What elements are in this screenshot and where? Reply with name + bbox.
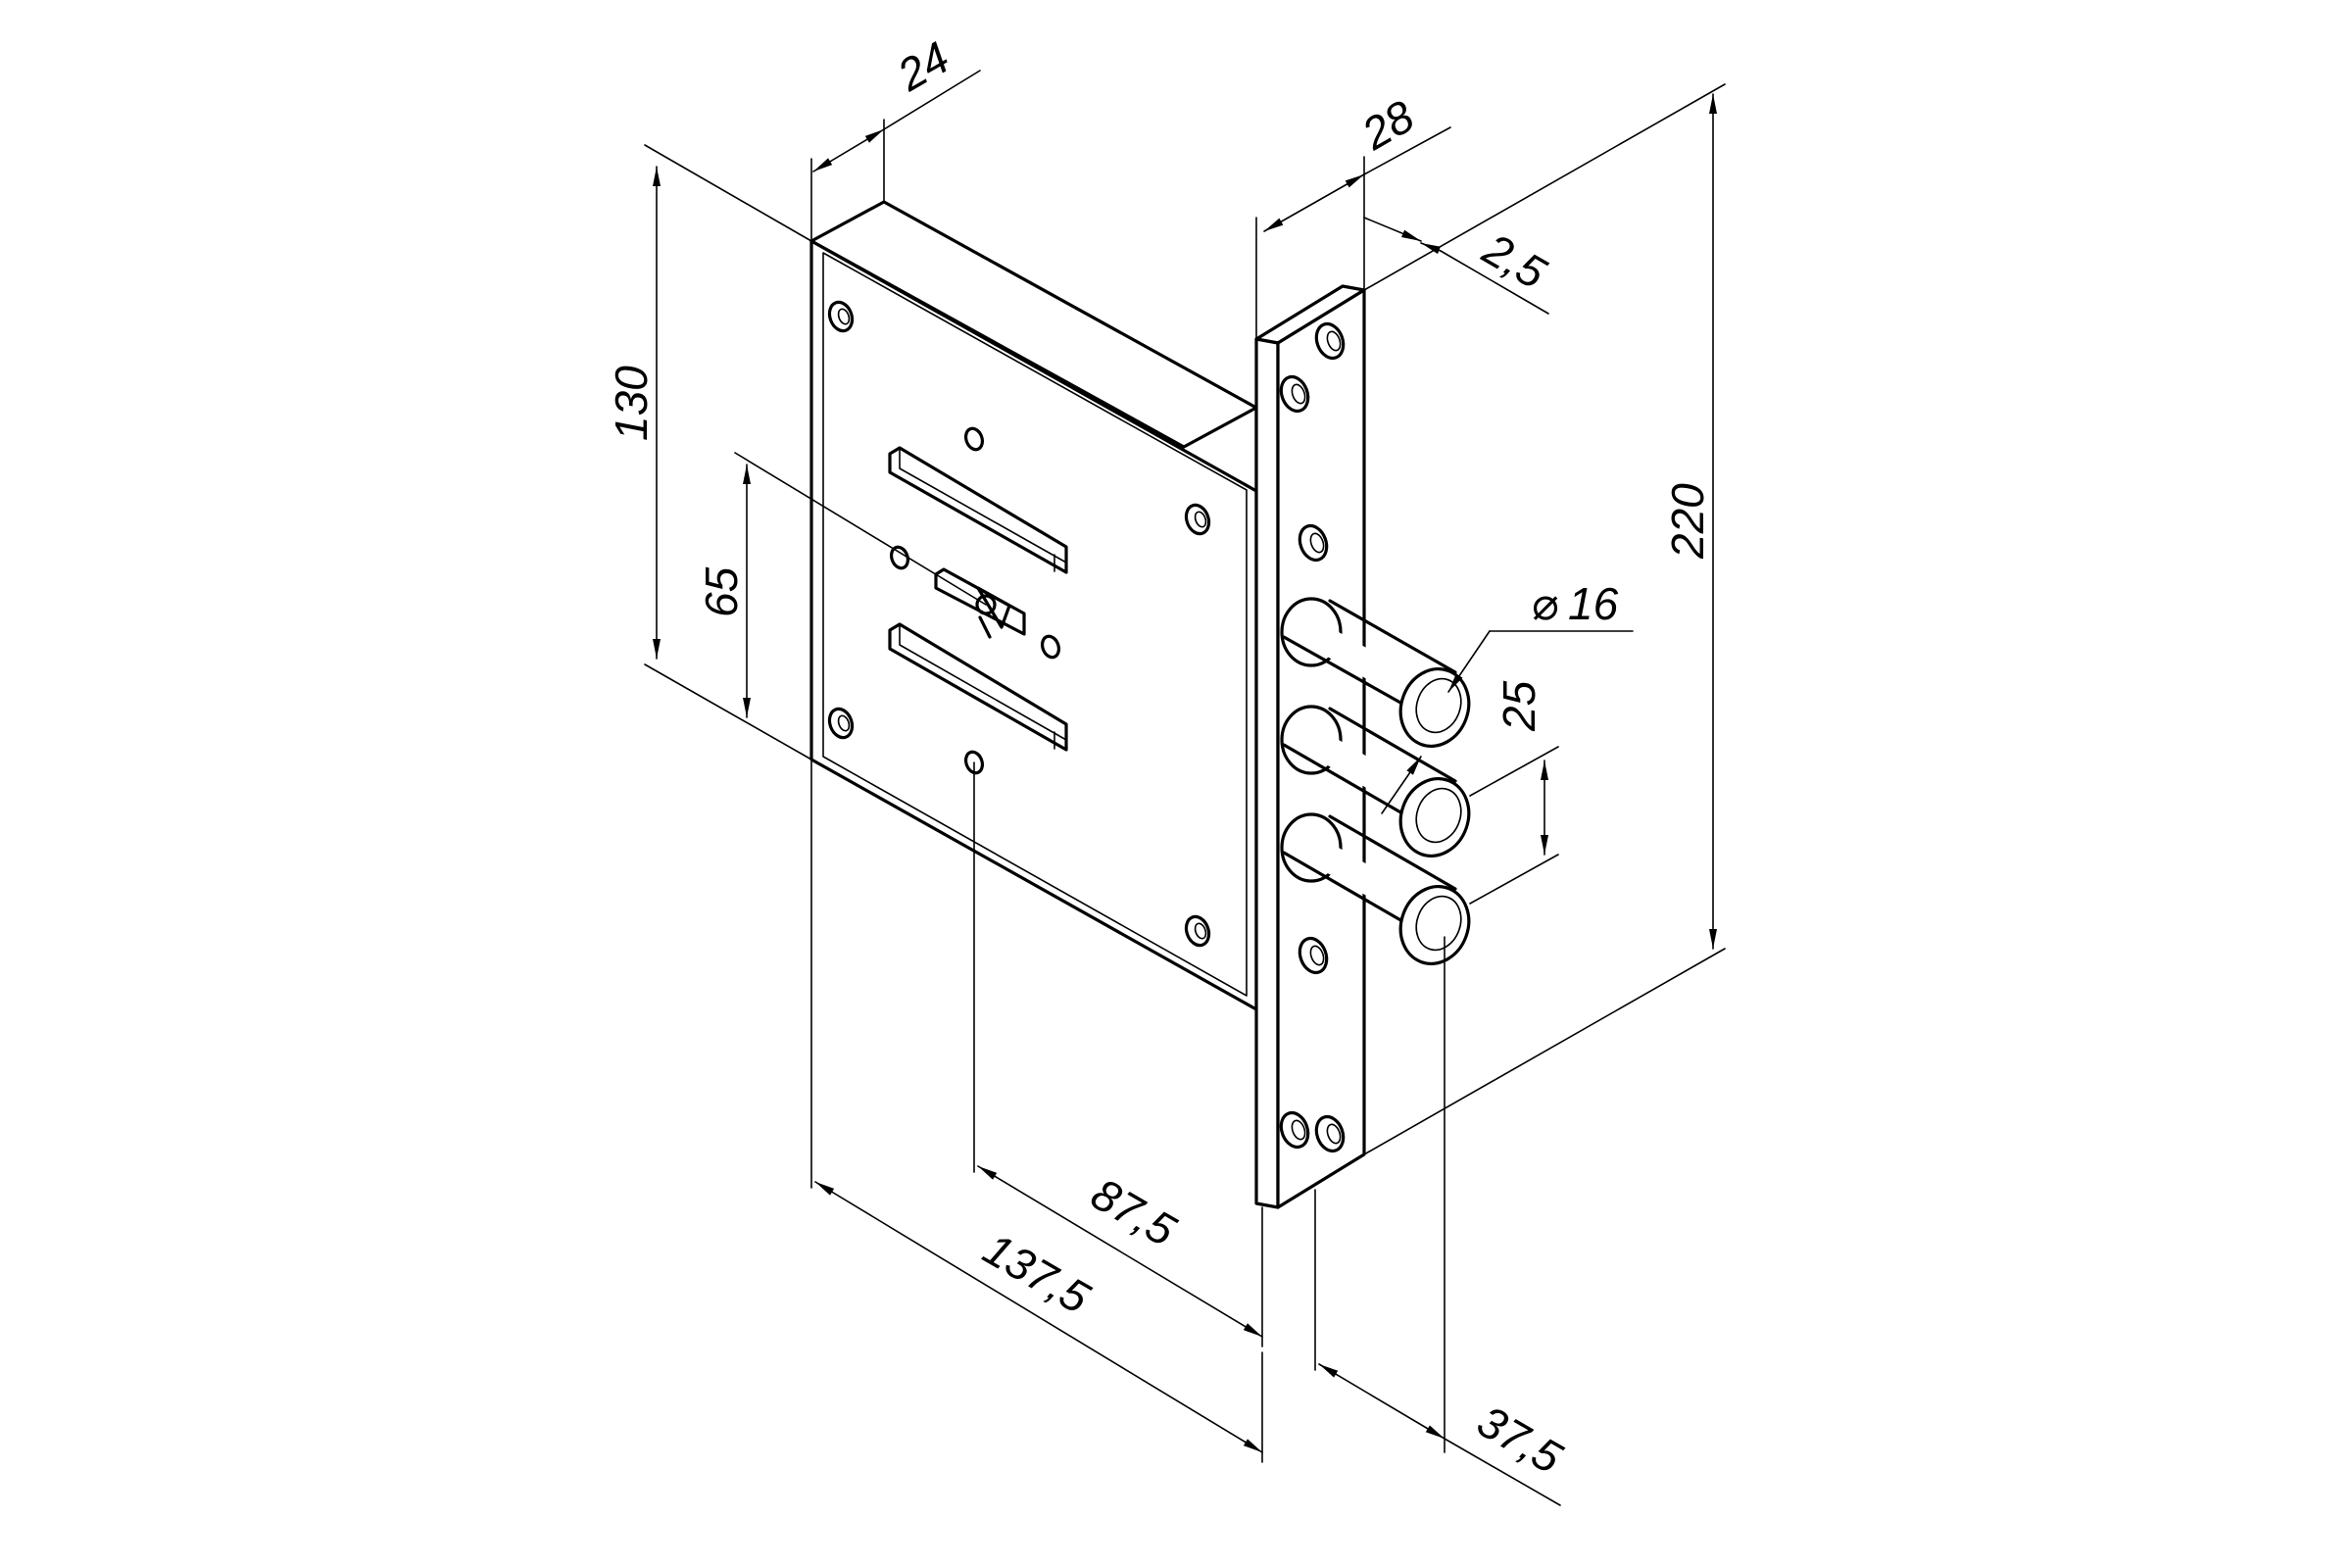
dim-label-backset: 87,5	[1083, 1168, 1185, 1256]
screw-hole-icon	[1184, 914, 1211, 948]
dim-label-case-width: 137,5	[975, 1223, 1099, 1324]
screw-hole-icon	[1314, 321, 1346, 361]
dim-label-bolt-diameter-sign: ⌀	[1531, 578, 1558, 629]
screw-hole-icon	[1040, 634, 1061, 660]
dim-label-faceplate-length: 220	[1662, 483, 1713, 560]
dim-label-bolt-diameter: 16	[1568, 578, 1619, 629]
screw-hole-icon	[1326, 1123, 1342, 1145]
screw-hole-icon	[1298, 523, 1329, 563]
screw-hole-icon	[963, 750, 985, 775]
dim-label-faceplate-thickness: 2,5	[1474, 222, 1555, 299]
screw-hole-icon	[1309, 945, 1325, 966]
keyhole-icon	[934, 567, 1026, 639]
lock-case	[809, 200, 1258, 1011]
dimension-lines	[644, 70, 1726, 1506]
dim-label-bolt-spacing: 25	[1494, 680, 1544, 732]
screw-hole-icon	[827, 707, 855, 740]
screw-hole-icon	[1194, 511, 1207, 528]
screw-hole-icon	[1194, 922, 1207, 940]
screw-hole-icon	[837, 714, 851, 732]
screw-hole-icon	[1279, 374, 1310, 414]
screw-hole-icon	[837, 308, 851, 325]
upper-slot	[888, 446, 1068, 574]
bolt-bottom	[1280, 812, 1471, 965]
screw-hole-icon	[1279, 1110, 1310, 1150]
dim-label-bolt-throw: 37,5	[1469, 1396, 1571, 1484]
dim-label-case-height: 130	[606, 366, 657, 441]
screw-hole-icon	[1298, 936, 1329, 975]
lower-slot	[888, 622, 1068, 752]
bolts	[1280, 597, 1471, 965]
screw-hole-icon	[1291, 1119, 1306, 1141]
dim-label-keyhole-height: 65	[696, 566, 747, 617]
dim-label-faceplate-offset: 28	[1352, 90, 1423, 160]
screw-hole-icon	[1184, 503, 1211, 536]
screw-hole-icon	[1309, 532, 1325, 554]
bolt-middle	[1280, 705, 1471, 858]
screw-hole-icon	[963, 426, 985, 452]
screw-hole-icon	[1291, 383, 1306, 405]
faceplate-screw-holes	[1279, 321, 1346, 1153]
screw-hole-icon	[889, 545, 910, 570]
screw-hole-icon	[827, 300, 855, 333]
case-screw-holes	[827, 300, 1211, 948]
screw-hole-icon	[1326, 330, 1342, 352]
screw-hole-icon	[1314, 1114, 1346, 1153]
